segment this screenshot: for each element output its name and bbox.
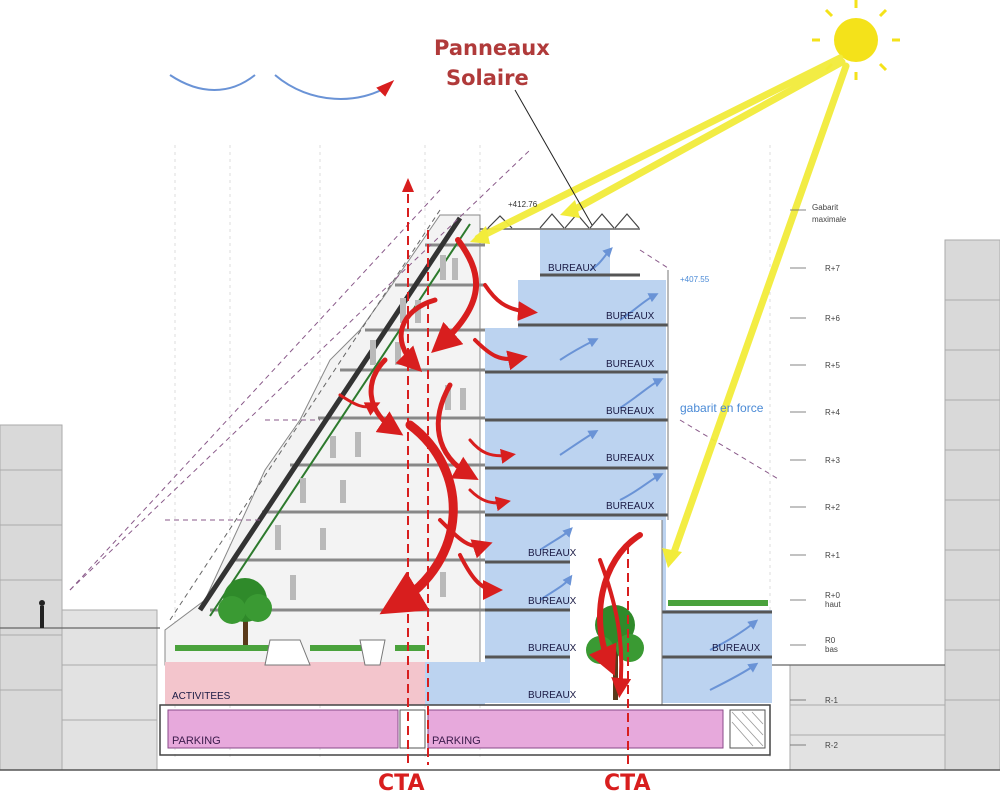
- decorative-arcs: [169, 74, 395, 100]
- sun-rays: [474, 54, 850, 562]
- bureaux-label: BUREAUX: [606, 406, 655, 417]
- bureaux-label: BUREAUX: [712, 643, 761, 654]
- parking-label-right: PARKING: [432, 735, 481, 747]
- level-label: R+7: [825, 264, 840, 273]
- building-left-wing: [164, 209, 485, 666]
- gabarit-outlines: [69, 149, 781, 591]
- courtyard-shafts: [264, 639, 386, 666]
- cta-ducts: [407, 180, 629, 765]
- gabarit-maximale-2: maximale: [812, 215, 847, 224]
- office-airflow-arrows: [539, 247, 759, 691]
- sun-ray-heads: [470, 200, 682, 568]
- cta-label-left: CTA: [378, 771, 424, 796]
- elevation-second: +407.55: [680, 275, 710, 284]
- gabarit-maximale-1: Gabarit: [812, 203, 839, 212]
- bureaux-label: BUREAUX: [528, 643, 577, 654]
- level-label: R0: [825, 636, 836, 645]
- parking-label-left: PARKING: [172, 735, 221, 747]
- level-label: R-2: [825, 741, 838, 750]
- level-label: R+5: [825, 361, 840, 370]
- bureaux-label: BUREAUX: [606, 359, 655, 370]
- level-label: haut: [825, 600, 841, 609]
- bureaux-label: BUREAUX: [606, 453, 655, 464]
- level-label: R+2: [825, 503, 840, 512]
- sun-icon: [812, 0, 900, 80]
- person-icon: [39, 600, 45, 628]
- level-label: R+4: [825, 408, 840, 417]
- level-label: R-1: [825, 696, 838, 705]
- bureaux-label: BUREAUX: [548, 263, 597, 274]
- solar-panels-title-line1: Panneaux: [434, 36, 550, 60]
- solar-panel-icon: [480, 213, 640, 230]
- level-label: R+6: [825, 314, 840, 323]
- solar-label-leader: [514, 89, 593, 226]
- neighbor-building-right: [789, 239, 1000, 771]
- elevation-top: +412.76: [508, 200, 538, 209]
- parking-zone: [159, 704, 771, 756]
- tree-icon: [218, 578, 272, 650]
- level-label: R+1: [825, 551, 840, 560]
- airflow-arrows: [338, 237, 643, 698]
- level-label: bas: [825, 645, 838, 654]
- hedge-green: [175, 600, 768, 651]
- bureaux-label: BUREAUX: [528, 548, 577, 559]
- level-label: R+3: [825, 456, 840, 465]
- cta-label-right: CTA: [604, 771, 650, 796]
- cta-duct-arrow-head: [402, 178, 414, 192]
- gabarit-force-label: gabarit en force: [680, 401, 764, 415]
- solar-panels-title-line2: Solaire: [446, 66, 529, 90]
- bureaux-label: BUREAUX: [528, 596, 577, 607]
- neighbor-building-left: [0, 424, 158, 771]
- bureaux-label: BUREAUX: [528, 690, 577, 701]
- bureaux-label: BUREAUX: [606, 311, 655, 322]
- office-ground-zone: [425, 662, 485, 705]
- level-markers: [790, 209, 806, 746]
- level-label: R+0: [825, 591, 840, 600]
- bureaux-label: BUREAUX: [606, 501, 655, 512]
- activites-label: ACTIVITEES: [172, 691, 231, 702]
